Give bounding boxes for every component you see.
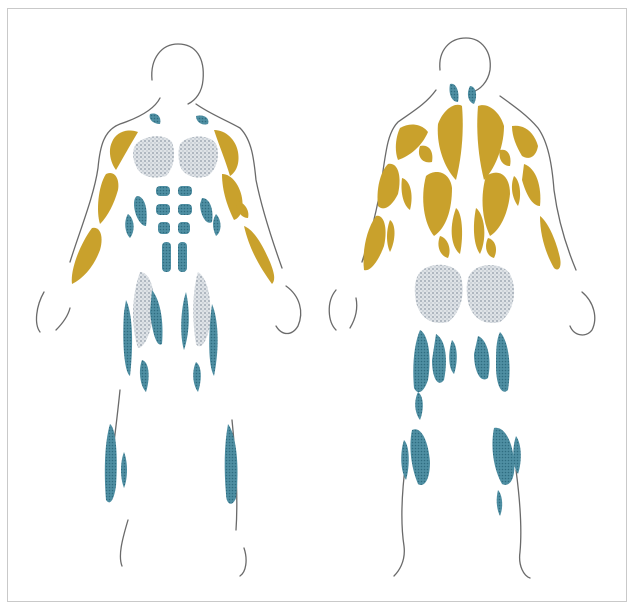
back-lat-left (423, 172, 452, 236)
back-ham-left-outer (413, 330, 429, 392)
back-erector-left (452, 208, 462, 254)
front-quad-right (193, 272, 210, 346)
back-forearm-right (540, 216, 561, 270)
back-lower-right (486, 238, 496, 258)
back-trap-left (438, 105, 463, 180)
front-trap-right (196, 115, 208, 124)
front-trap-left (150, 113, 161, 124)
back-teres-left (419, 146, 432, 163)
back-forearm-left (364, 216, 386, 270)
back-deltoid-right (512, 126, 538, 158)
front-shin-right (225, 424, 238, 504)
back-tricep-left (377, 164, 399, 209)
front-serratus-right (213, 214, 221, 236)
front-oblique-right (200, 198, 213, 223)
front-pectoral-right (179, 137, 218, 178)
back-forearm-left-b (387, 220, 395, 252)
back-ham-left-inner (432, 334, 446, 383)
back-trap-right (477, 105, 504, 180)
front-figure (37, 44, 301, 576)
back-teres-right (499, 150, 510, 166)
back-ham-left-mid (449, 340, 457, 374)
back-calf-left (410, 429, 430, 485)
back-ham-right-inner (474, 336, 490, 379)
front-knee-left (140, 360, 149, 392)
front-quad-inner-right (181, 292, 189, 350)
back-figure (329, 38, 595, 578)
back-lat-right (483, 173, 510, 236)
back-calf-right (492, 428, 514, 485)
front-serratus-left (125, 214, 133, 238)
front-bicep-right (222, 174, 243, 220)
back-tricep-left-b (401, 178, 411, 210)
front-shin-inner-left (121, 452, 127, 488)
back-erector-right (474, 208, 484, 254)
back-tricep-right (522, 164, 540, 206)
back-neck-r (468, 86, 476, 104)
back-shin-right (497, 490, 502, 516)
front-oblique-left (134, 196, 147, 226)
front-thigh-outer-left (123, 300, 132, 376)
front-abdominals (156, 186, 192, 272)
back-lower-left (438, 236, 449, 258)
back-glute-right (467, 265, 514, 323)
front-forearm-right (244, 226, 274, 284)
back-knee-left (415, 392, 423, 420)
back-glute-left (415, 265, 463, 323)
back-ham-right-outer (496, 332, 510, 392)
front-outline (37, 44, 301, 576)
back-tricep-right-b (512, 176, 520, 206)
back-calf-left-b (401, 440, 409, 480)
front-knee-right (193, 362, 201, 392)
front-forearm-left (72, 228, 102, 284)
front-quad-inner-left (150, 290, 163, 345)
back-neck (449, 84, 458, 102)
front-pectoral-left (133, 136, 174, 177)
front-bicep-left (98, 173, 118, 224)
